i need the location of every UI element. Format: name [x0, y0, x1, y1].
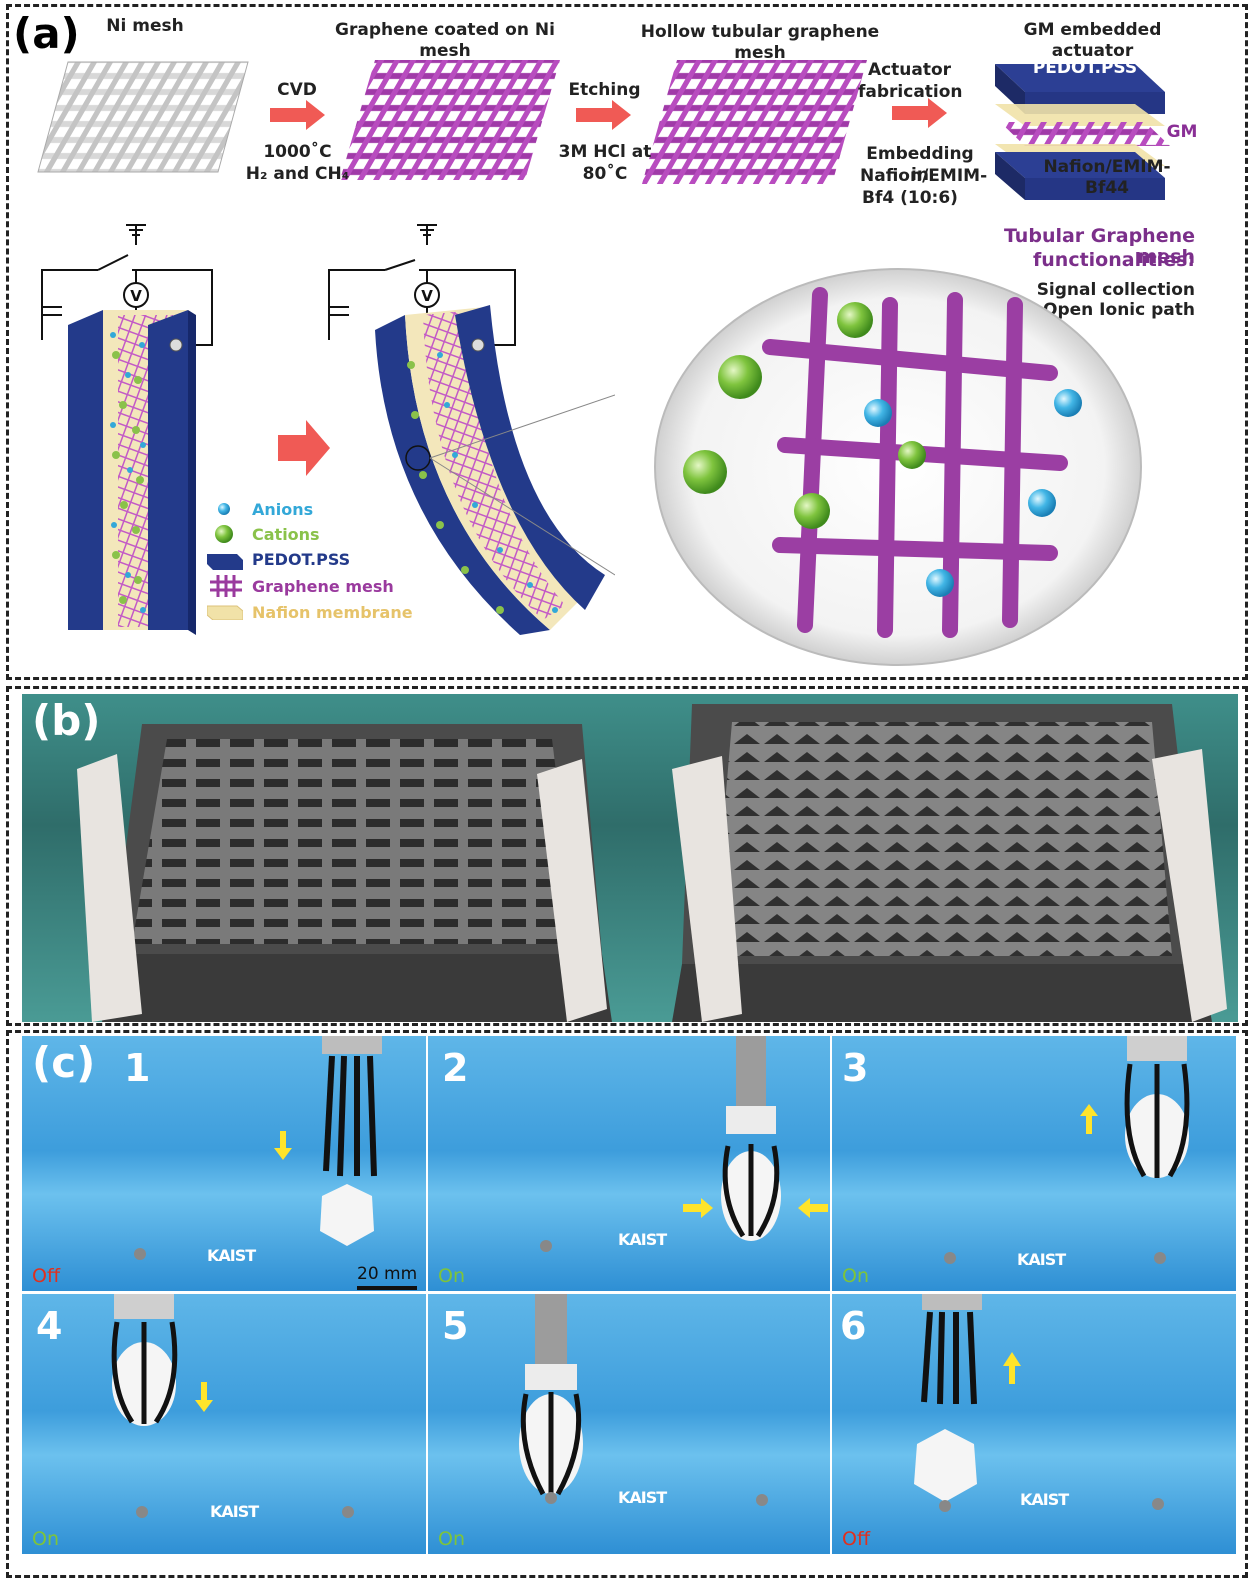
frame-5: 5 KAIST On	[428, 1294, 830, 1554]
frame-5-number: 5	[442, 1304, 469, 1348]
legend-graphene-mesh: Graphene mesh	[252, 577, 394, 596]
embedding-label-1: Embedding in	[866, 144, 974, 185]
cvd-condition-2: H₂ and CH₄	[245, 164, 350, 184]
legend-nafion-icon	[207, 605, 243, 620]
frame-3-scene	[944, 1036, 1190, 1264]
fabrication-arrow-icon	[892, 98, 947, 128]
frame-1: 1 KAIST 20 mm Off	[22, 1036, 426, 1291]
cvd-condition-1: 1000˚C	[263, 142, 332, 162]
etching-label: Etching	[568, 80, 641, 100]
coated-title: Graphene coated on Ni mesh	[335, 20, 555, 61]
frame-1-logo: KAIST	[207, 1246, 256, 1265]
stack-nafion-label: Nafion/EMIM-Bf44	[1043, 157, 1171, 198]
mesh-zoom-circle	[654, 268, 1142, 666]
functionalities-title-2: functionalities:	[1033, 249, 1195, 271]
actuator-straight-diagram: V	[41, 224, 213, 635]
frame-4-state: On	[32, 1528, 59, 1550]
frame-5-scene	[519, 1294, 768, 1506]
actuator-bent-diagram: V	[328, 224, 615, 635]
scale-bar-label: 20 mm	[357, 1264, 418, 1284]
actuator-title: GM embedded actuator	[1023, 20, 1162, 61]
actuator-stack-diagram	[995, 64, 1170, 200]
frame-4: 4 KAIST On	[22, 1294, 426, 1554]
legend-anion-icon	[218, 503, 230, 515]
etching-condition-2: 80˚C	[582, 164, 628, 184]
frame-2-number: 2	[442, 1046, 469, 1090]
frame-2: 2 KAIST On	[428, 1036, 830, 1291]
embedding-label-3: Bf4 (10:6)	[862, 188, 958, 208]
voltmeter-label-1: V	[130, 287, 142, 305]
frame-1-scene	[134, 1036, 417, 1290]
photo-mesh-stretched	[612, 694, 1238, 1022]
voltmeter-label-2: V	[421, 287, 433, 305]
panel-b	[6, 686, 1248, 1026]
frame-6-state: Off	[842, 1528, 871, 1550]
photo-mesh-flat	[22, 694, 612, 1022]
cvd-arrow-icon	[270, 100, 325, 130]
stack-gm-label: GM	[1166, 122, 1198, 142]
legend-pedot-icon	[207, 554, 243, 570]
frame-4-logo: KAIST	[210, 1502, 259, 1521]
bending-arrow-icon	[278, 420, 330, 476]
frame-1-state: Off	[32, 1265, 61, 1287]
functionalities-title-1: Tubular Graphene mesh	[1003, 225, 1195, 268]
frame-4-number: 4	[36, 1304, 63, 1348]
frame-1-number: 1	[124, 1046, 151, 1090]
frame-3: 3 KAIST On	[832, 1036, 1236, 1291]
stack-pedot-label: PEDOT.PSS	[1032, 58, 1138, 78]
legend-pedot: PEDOT.PSS	[252, 550, 351, 569]
frame-4-scene	[111, 1294, 354, 1518]
legend-nafion: Nafion membrane	[252, 603, 413, 622]
panel-c	[6, 1030, 1248, 1578]
cvd-label: CVD	[277, 80, 317, 100]
legend-anions: Anions	[252, 500, 314, 519]
frame-2-scene	[540, 1036, 828, 1252]
legend-mesh-icon	[210, 575, 242, 597]
fabrication-label-1: Actuator	[867, 60, 952, 80]
hollow-graphene-mesh-image	[642, 60, 867, 184]
functionality-signal: Signal collection	[1036, 280, 1195, 300]
legend-cations: Cations	[252, 525, 320, 544]
frame-6-number: 6	[840, 1304, 867, 1348]
photo-mesh-flat-scene	[77, 724, 612, 1022]
frame-6: 6 KAIST Off	[832, 1294, 1236, 1554]
fabrication-label-2: fabrication	[858, 82, 963, 102]
legend-cation-icon	[215, 525, 233, 543]
frame-2-logo: KAIST	[618, 1230, 667, 1249]
frame-3-state: On	[842, 1265, 869, 1287]
functionality-ionic: Open Ionic path	[1043, 300, 1195, 320]
graphene-coated-mesh-image	[340, 60, 560, 180]
frame-2-state: On	[438, 1265, 465, 1287]
panel-a-label: (a)	[13, 9, 80, 58]
panel-a: (a)	[6, 4, 1248, 680]
etching-condition-1: 3M HCl at	[558, 142, 652, 162]
ni-mesh-title: Ni mesh	[106, 16, 184, 36]
hollow-title: Hollow tubular graphene mesh	[640, 22, 880, 63]
frame-6-scene	[914, 1294, 1164, 1512]
frame-6-logo: KAIST	[1020, 1490, 1069, 1509]
frame-5-logo: KAIST	[618, 1488, 667, 1507]
panel-b-label: (b)	[32, 696, 101, 745]
embedding-label-2: Nafion/EMIM-	[860, 166, 988, 186]
ni-mesh-image	[37, 61, 249, 173]
frame-3-number: 3	[842, 1046, 869, 1090]
frame-5-state: On	[438, 1528, 465, 1550]
photo-mesh-stretched-scene	[672, 704, 1227, 1022]
frame-3-logo: KAIST	[1017, 1250, 1066, 1269]
panel-c-label: (c)	[32, 1038, 96, 1087]
etching-arrow-icon	[576, 100, 631, 130]
